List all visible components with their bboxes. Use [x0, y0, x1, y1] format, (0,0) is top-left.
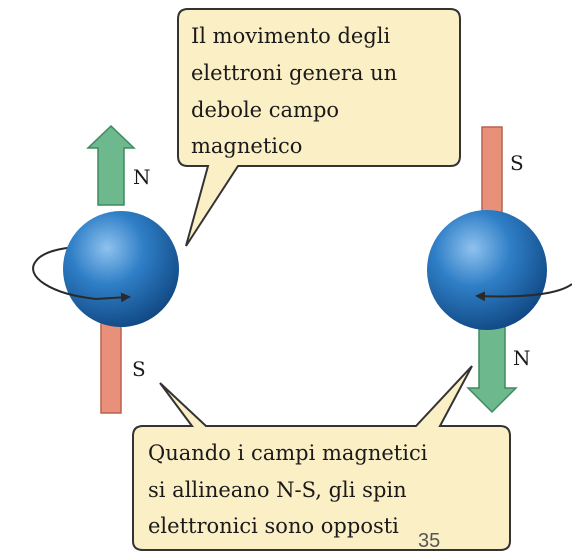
callout-bottom: Quando i campi magnetici si allineano N-… [132, 365, 511, 551]
callout-top-line-1: Il movimento degli [191, 24, 390, 48]
callout-bottom-line-1: Quando i campi magnetici [148, 441, 428, 465]
right-south-bar [481, 126, 503, 221]
callout-top-line-2: elettroni genera un [191, 61, 397, 85]
callout-top-line-3: debole campo [191, 98, 339, 122]
right-electron: S N [427, 126, 572, 414]
callout-bottom-line-3: elettronici sono opposti [148, 514, 399, 538]
left-north-arrow [86, 124, 136, 206]
callout-top: Il movimento degli elettroni genera un d… [177, 8, 461, 247]
left-electron-sphere [63, 211, 179, 327]
right-spin-arrow-icon [475, 283, 572, 302]
callout-bottom-bubble [132, 365, 511, 551]
right-electron-sphere [427, 210, 547, 330]
callout-bottom-line-2: si allineano N-S, gli spin [148, 478, 407, 502]
callout-top-line-4: magnetico [191, 134, 302, 158]
right-bottom-pole-label: N [513, 346, 531, 370]
right-north-arrow [466, 321, 518, 414]
left-electron: N S [32, 124, 179, 414]
right-top-pole-label: S [510, 151, 524, 175]
left-south-bar [100, 319, 122, 414]
left-spin-arrow-icon [32, 260, 131, 303]
left-bottom-pole-label: S [132, 357, 146, 381]
callout-top-bubble [177, 8, 461, 247]
left-top-pole-label: N [133, 165, 151, 189]
page-number: 35 [418, 530, 440, 551]
